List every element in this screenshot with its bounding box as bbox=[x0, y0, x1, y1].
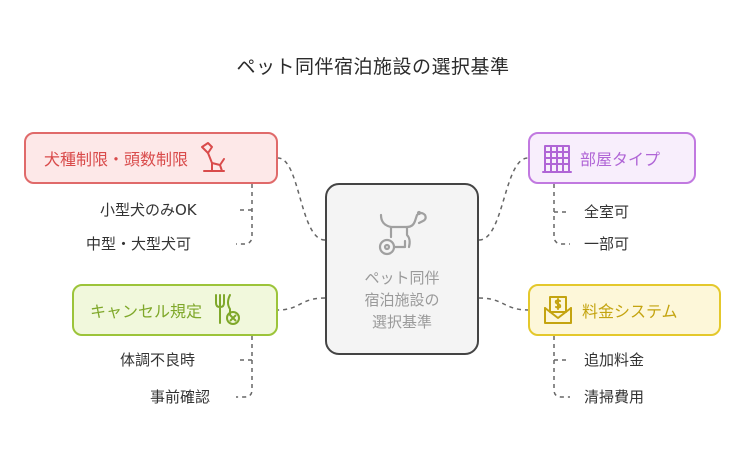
building-icon bbox=[542, 145, 572, 173]
leaf-cancel-confirm: 事前確認 bbox=[150, 388, 211, 406]
fork-cancel-icon bbox=[215, 294, 241, 325]
connector-fee-leaves bbox=[553, 336, 570, 398]
connector-cancel bbox=[277, 297, 326, 311]
leaf-breed-large: 中型・大型犬可 bbox=[86, 235, 192, 253]
leaf-fee-cleaning: 清掃費用 bbox=[584, 388, 645, 406]
money-envelope-icon bbox=[544, 296, 572, 324]
leaf-fee-extra: 追加料金 bbox=[584, 351, 645, 369]
center-topic: ペット同伴 宿泊施設の 選択基準 bbox=[325, 183, 479, 355]
diagram-title: ペット同伴宿泊施設の選択基準 bbox=[236, 56, 510, 78]
connector-breed bbox=[277, 157, 326, 241]
node-breed-limits-label: 犬種制限・頭数制限 bbox=[44, 150, 189, 169]
connector-room bbox=[478, 157, 529, 241]
node-fee-system-label: 料金システム bbox=[582, 302, 678, 321]
leaf-breed-small: 小型犬のみOK bbox=[100, 201, 197, 219]
leaf-room-all: 全室可 bbox=[584, 203, 630, 221]
connector-breed-leaves bbox=[236, 184, 253, 245]
dog-wheelchair-icon bbox=[378, 210, 427, 256]
connector-room-leaves bbox=[553, 184, 570, 245]
center-label: ペット同伴 宿泊施設の 選択基準 bbox=[364, 269, 440, 331]
leaf-room-some: 一部可 bbox=[584, 235, 630, 253]
node-room-type-label: 部屋タイプ bbox=[580, 150, 661, 169]
connector-cancel-leaves bbox=[236, 336, 253, 398]
connector-fee bbox=[478, 297, 529, 311]
dog-sitting-icon bbox=[201, 142, 226, 172]
node-room-type: 部屋タイプ bbox=[528, 132, 696, 184]
node-cancel-policy-label: キャンセル規定 bbox=[90, 302, 203, 321]
node-fee-system: 料金システム bbox=[528, 284, 721, 336]
node-breed-limits: 犬種制限・頭数制限 bbox=[24, 132, 278, 184]
node-cancel-policy: キャンセル規定 bbox=[72, 284, 278, 336]
leaf-cancel-illness: 体調不良時 bbox=[120, 351, 196, 369]
